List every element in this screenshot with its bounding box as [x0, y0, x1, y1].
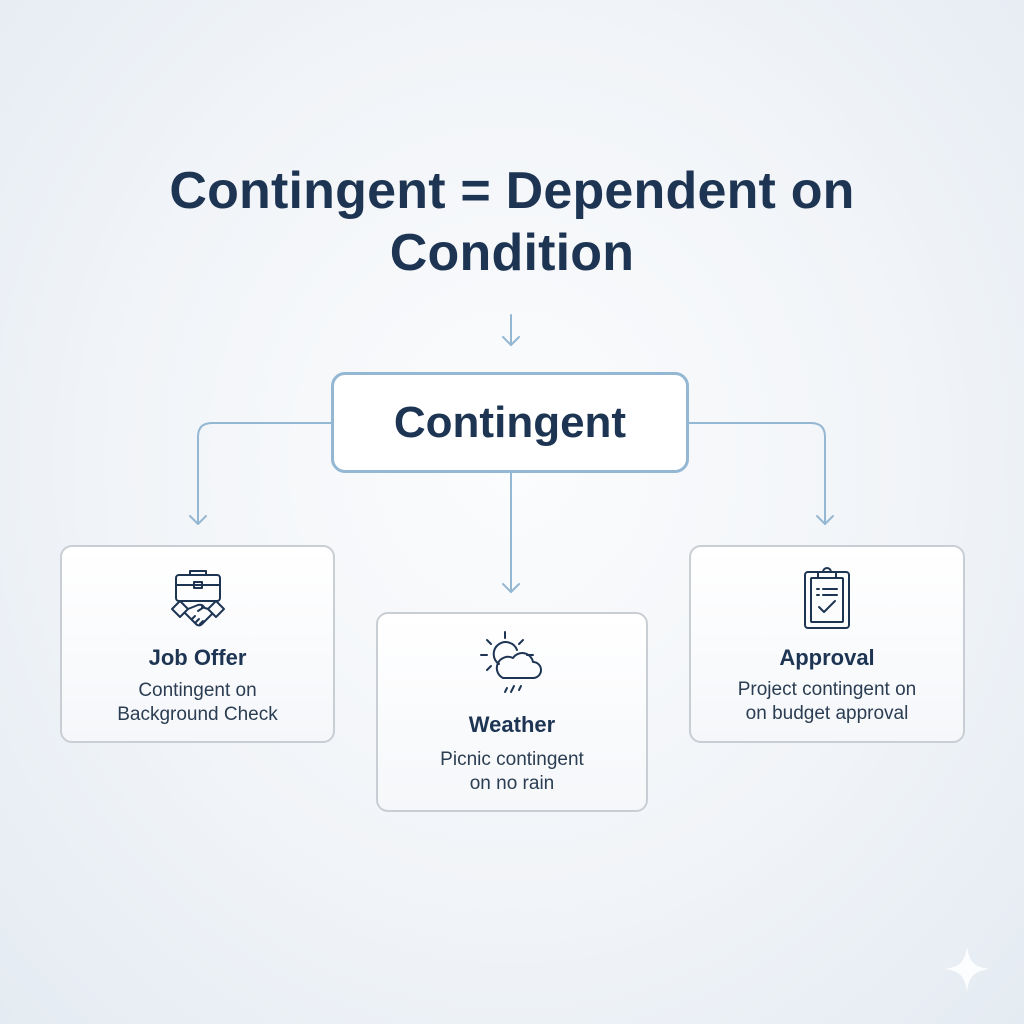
center-node-label: Contingent: [393, 397, 627, 447]
sparkle-icon: [944, 946, 990, 992]
card-title: Job Offer: [148, 645, 247, 670]
title-line-2: Condition: [389, 224, 635, 282]
card-title: Weather: [468, 712, 556, 737]
connector-right: [688, 422, 834, 525]
card-approval: Approval Project contingent on on budget…: [689, 545, 965, 743]
card-title: Approval: [779, 645, 875, 670]
connector-middle: [502, 472, 520, 593]
connector-left: [189, 422, 332, 525]
clipboard-check-icon: [804, 567, 850, 629]
card-desc-line-1: Contingent on: [138, 680, 257, 701]
briefcase-handshake-icon: [170, 570, 225, 627]
card-desc-line-2: Background Check: [117, 704, 278, 725]
card-description: Picnic contingent on no rain: [378, 748, 646, 796]
card-desc-line-2: on no rain: [469, 773, 555, 794]
card-weather: Weather Picnic contingent on no rain: [376, 612, 648, 812]
card-description: Project contingent on on budget approval: [691, 678, 963, 726]
card-job-offer: Job Offer Contingent on Background Check: [60, 545, 335, 743]
card-description: Contingent on Background Check: [62, 679, 333, 727]
page-title: Contingent = Dependent on Condition: [0, 160, 1024, 284]
card-desc-line-2: on budget approval: [745, 703, 909, 724]
arrow-down-icon: [502, 314, 520, 346]
title-line-1: Contingent = Dependent on: [169, 162, 855, 220]
center-node: Contingent: [331, 372, 689, 473]
card-desc-line-1: Project contingent on: [737, 679, 917, 700]
card-desc-line-1: Picnic contingent: [440, 749, 584, 770]
sun-cloud-rain-icon: [480, 631, 542, 693]
